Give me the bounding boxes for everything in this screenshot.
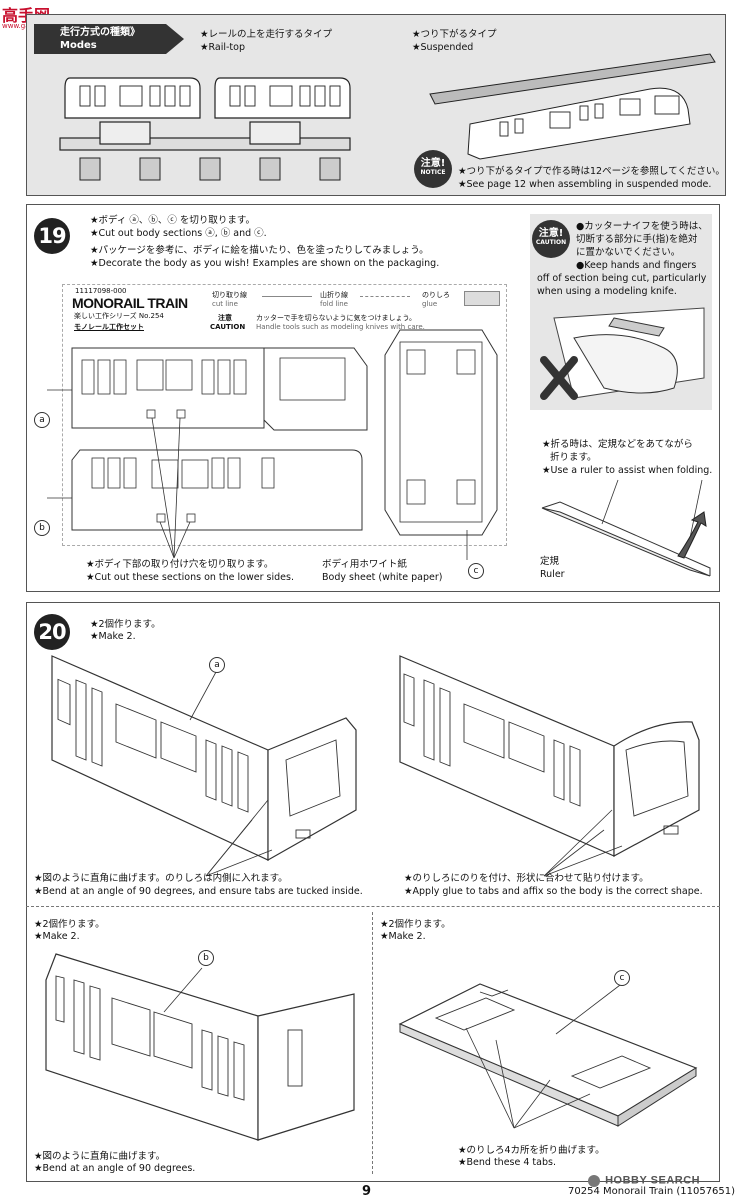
step20-label-b: b bbox=[198, 950, 214, 966]
step19-line1-jp: ★ボディ ⓐ、ⓑ、ⓒ を切り取ります。 bbox=[90, 215, 255, 226]
caution-en: CAUTION bbox=[535, 239, 567, 246]
modes-title-en: Modes bbox=[60, 40, 97, 51]
caution-badge: 注意! CAUTION bbox=[532, 220, 570, 258]
sheet-caution-text-en: Handle tools such as modeling knives wit… bbox=[256, 323, 425, 331]
step19-line2-en: ★Decorate the body as you wish! Examples… bbox=[90, 258, 440, 269]
suspended-jp: ★つり下がるタイプ bbox=[412, 29, 497, 40]
suspended-en: ★Suspended bbox=[412, 42, 474, 53]
hobby-search-watermark: HOBBY SEARCH bbox=[588, 1170, 700, 1189]
body-b-fold-illustration bbox=[45, 953, 355, 1141]
ruler-illustration bbox=[541, 479, 711, 577]
sheet-fold-en: fold line bbox=[320, 300, 348, 308]
sheet-glue-en: glue bbox=[422, 300, 438, 308]
fold-tip-jp2: 折ります。 bbox=[550, 452, 597, 463]
body-sheet-en: Body sheet (white paper) bbox=[322, 572, 443, 583]
notice-jp: 注意! bbox=[420, 158, 446, 169]
step20-make-jp: ★2個作ります。 bbox=[90, 619, 161, 630]
sheet-title: MONORAIL TRAIN bbox=[72, 295, 188, 311]
step19-line1-en: ★Cut out body sections ⓐ, ⓑ and ⓒ. bbox=[90, 228, 267, 239]
bend1-jp: ★図のように直角に曲げます。のりしろは内側に入れます。 bbox=[34, 873, 288, 884]
sheet-name-jp: モノレール工作セット bbox=[74, 323, 144, 331]
sheet-cut-en: cut line bbox=[212, 300, 238, 308]
railtop-en: ★Rail-top bbox=[200, 42, 246, 53]
make3-jp: ★2個作ります。 bbox=[380, 919, 451, 930]
sheet-fold-line bbox=[360, 296, 410, 297]
ruler-jp: 定規 bbox=[540, 556, 560, 567]
body-a-fold-illustration bbox=[51, 655, 357, 877]
fold-arrow-icon bbox=[677, 511, 707, 559]
label-a: a bbox=[34, 412, 50, 428]
lower-sections-jp: ★ボディ下部の取り付け穴を切り取ります。 bbox=[86, 559, 274, 570]
step19-number: 19 bbox=[34, 218, 70, 254]
make2-jp: ★2個作ります。 bbox=[34, 919, 105, 930]
step20-make-en: ★Make 2. bbox=[90, 631, 136, 642]
body-sheet bbox=[62, 284, 507, 546]
notice-badge: 注意! NOTICE bbox=[414, 150, 452, 188]
body-a-glued-illustration bbox=[399, 655, 700, 877]
make2-en: ★Make 2. bbox=[34, 931, 80, 942]
bend2-en: ★Bend at an angle of 90 degrees. bbox=[34, 1163, 196, 1174]
body-sheet-jp: ボディ用ホワイト紙 bbox=[322, 559, 407, 570]
sheet-caution-jp: 注意 bbox=[218, 314, 232, 322]
caution-jp: 注意! bbox=[538, 228, 564, 239]
body-c-fold-illustration bbox=[398, 981, 698, 1129]
caution-text-jp2: 切断する部分に手(指)を絶対 bbox=[576, 234, 698, 245]
lower-sections-en: ★Cut out these sections on the lower sid… bbox=[86, 572, 294, 583]
step20-label-c: c bbox=[614, 970, 630, 986]
sheet-cut-line bbox=[262, 296, 312, 297]
sheet-caution-en: CAUTION bbox=[210, 323, 246, 331]
hobby-search-icon bbox=[588, 1174, 600, 1187]
sheet-series: 楽しい工作シリーズ No.254 bbox=[74, 312, 164, 320]
make3-en: ★Make 2. bbox=[380, 931, 426, 942]
label-b: b bbox=[34, 520, 50, 536]
tabs-en: ★Bend these 4 tabs. bbox=[458, 1157, 556, 1168]
step20-label-a: a bbox=[209, 657, 225, 673]
caution-text-jp3: に置かないでください。 bbox=[576, 247, 681, 258]
knife-hand-illustration bbox=[540, 307, 705, 400]
sheet-glue-swatch bbox=[464, 291, 500, 306]
x-mark-icon bbox=[540, 356, 578, 400]
step19-line2-jp: ★パッケージを参考に、ボディに絵を描いたり、色を塗ったりしてみましょう。 bbox=[90, 245, 429, 256]
label-c: c bbox=[468, 563, 484, 579]
caution-text-en2: off of section being cut, particularly bbox=[537, 273, 707, 284]
sheet-fold-jp: 山折り線 bbox=[320, 291, 348, 299]
hobby-search-text: HOBBY SEARCH bbox=[605, 1174, 701, 1187]
notice-en: NOTICE bbox=[420, 169, 446, 176]
fold-tip-jp1: ★折る時は、定規などをあてながら bbox=[542, 439, 693, 450]
railtop-jp: ★レールの上を走行するタイプ bbox=[200, 29, 333, 40]
body-parts-illustration bbox=[47, 329, 498, 560]
page-number: 9 bbox=[362, 1184, 372, 1199]
sheet-caution-text-jp: カッターで手を切らないように気をつけましょう。 bbox=[256, 314, 417, 322]
bend2-jp: ★図のように直角に曲げます。 bbox=[34, 1151, 166, 1162]
caution-text-en1: ●Keep hands and fingers bbox=[576, 260, 697, 271]
caution-text-jp1: ●カッターナイフを使う時は、 bbox=[576, 221, 708, 232]
step20-divider-h bbox=[26, 906, 720, 907]
caution-text-en3: when using a modeling knife. bbox=[537, 286, 677, 297]
bend1-en: ★Bend at an angle of 90 degrees, and ens… bbox=[34, 886, 363, 897]
fold-tip-en: ★Use a ruler to assist when folding. bbox=[542, 465, 713, 476]
notice-text-en: ★See page 12 when assembling in suspende… bbox=[458, 179, 712, 190]
glue-jp: ★のりしろにのりを付け、形状に合わせて貼り付けます。 bbox=[404, 873, 649, 884]
sheet-glue-jp: のりしろ bbox=[422, 291, 450, 299]
step20-divider-v bbox=[372, 912, 373, 1174]
notice-text-jp: ★つり下がるタイプで作る時は12ページを参照してください。 bbox=[458, 166, 725, 177]
sheet-cut-jp: 切り取り線 bbox=[212, 291, 247, 299]
modes-title-tag: 走行方式の種類》 Modes bbox=[34, 24, 184, 54]
ruler-en: Ruler bbox=[540, 569, 565, 580]
step20-number: 20 bbox=[34, 614, 70, 650]
modes-title-jp: 走行方式の種類》 bbox=[60, 27, 140, 38]
sheet-code: 11117098-000 bbox=[75, 287, 127, 295]
footer-code: 70254 Monorail Train (11057651) bbox=[568, 1186, 736, 1197]
railtop-train-illustration bbox=[59, 77, 351, 181]
glue-en: ★Apply glue to tabs and affix so the bod… bbox=[404, 886, 703, 897]
tabs-jp: ★のりしろ4カ所を折り曲げます。 bbox=[458, 1145, 605, 1156]
suspended-train-illustration bbox=[429, 53, 716, 160]
